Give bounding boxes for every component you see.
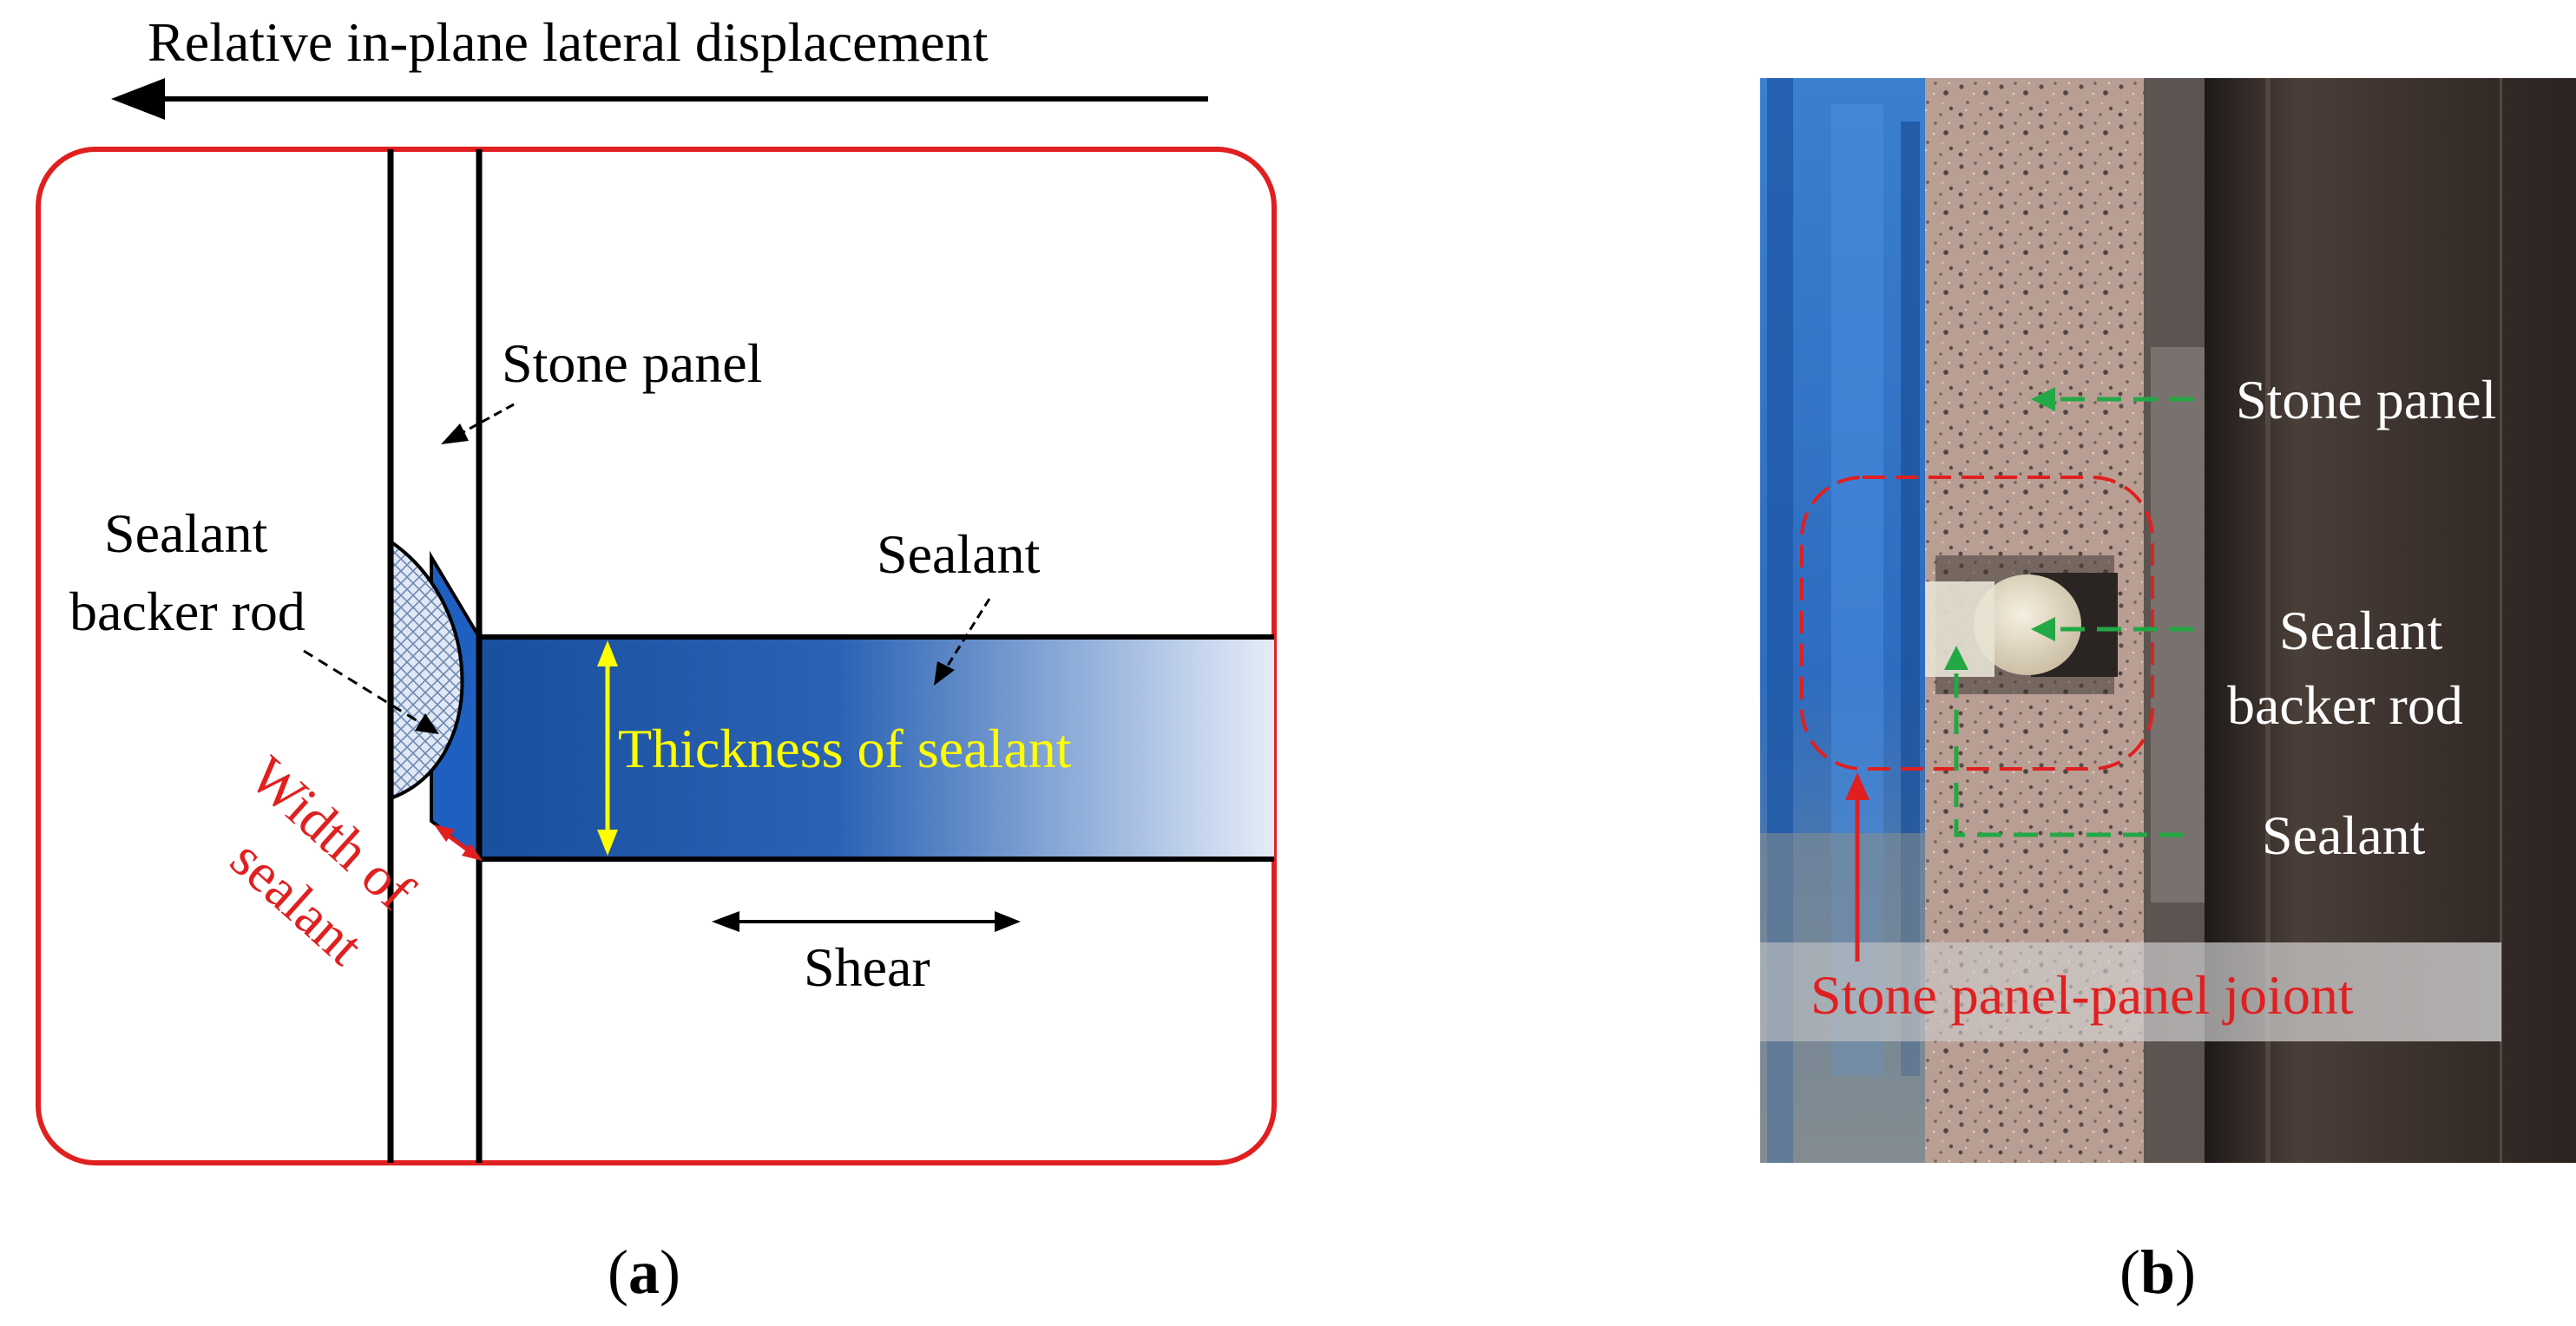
shear-arrow bbox=[712, 911, 1021, 932]
sealant-leader bbox=[934, 598, 991, 686]
sealant-label: Sealant bbox=[877, 523, 1041, 585]
backer-rod-label-b-line2: backer rod bbox=[2227, 674, 2463, 736]
stone-panel-leader bbox=[441, 403, 515, 444]
stone-panel-label: Stone panel bbox=[502, 332, 762, 394]
displacement-arrow bbox=[111, 78, 1208, 120]
joint-label-b: Stone panel-panel joiont bbox=[1810, 964, 2354, 1026]
backer-rod-label-line2: backer rod bbox=[69, 581, 306, 642]
shear-label: Shear bbox=[804, 936, 930, 998]
backer-rod-label-line1: Sealant bbox=[104, 502, 268, 564]
joint-photo bbox=[1760, 78, 2576, 1163]
backer-rod-leader bbox=[303, 649, 439, 734]
sealant-band bbox=[479, 637, 1274, 859]
stone-panel-label-b: Stone panel bbox=[2236, 369, 2496, 430]
backer-rod-leader-b bbox=[2031, 617, 2194, 641]
joint-arrow bbox=[1845, 772, 1870, 962]
panel-b: Stone panel Sealant backer rod Sealant S… bbox=[1760, 78, 2576, 1307]
backer-rod-shape bbox=[389, 538, 464, 801]
joint-outline bbox=[1800, 476, 2154, 771]
caption-a: (a) bbox=[608, 1237, 680, 1307]
backer-rod-label-b-line1: Sealant bbox=[2279, 600, 2443, 661]
sealant-label-b: Sealant bbox=[2262, 804, 2426, 866]
sealant-leader-b bbox=[1944, 646, 2184, 837]
caption-b: (b) bbox=[2119, 1237, 2196, 1307]
width-arrow bbox=[434, 824, 483, 861]
panel-a: Relative in-plane lateral displacement S… bbox=[36, 11, 1277, 1307]
stone-panel-leader-b bbox=[2031, 387, 2194, 411]
displacement-label: Relative in-plane lateral displacement bbox=[148, 11, 989, 73]
thickness-label: Thickness of sealant bbox=[618, 718, 1072, 779]
thickness-arrow bbox=[597, 640, 618, 856]
